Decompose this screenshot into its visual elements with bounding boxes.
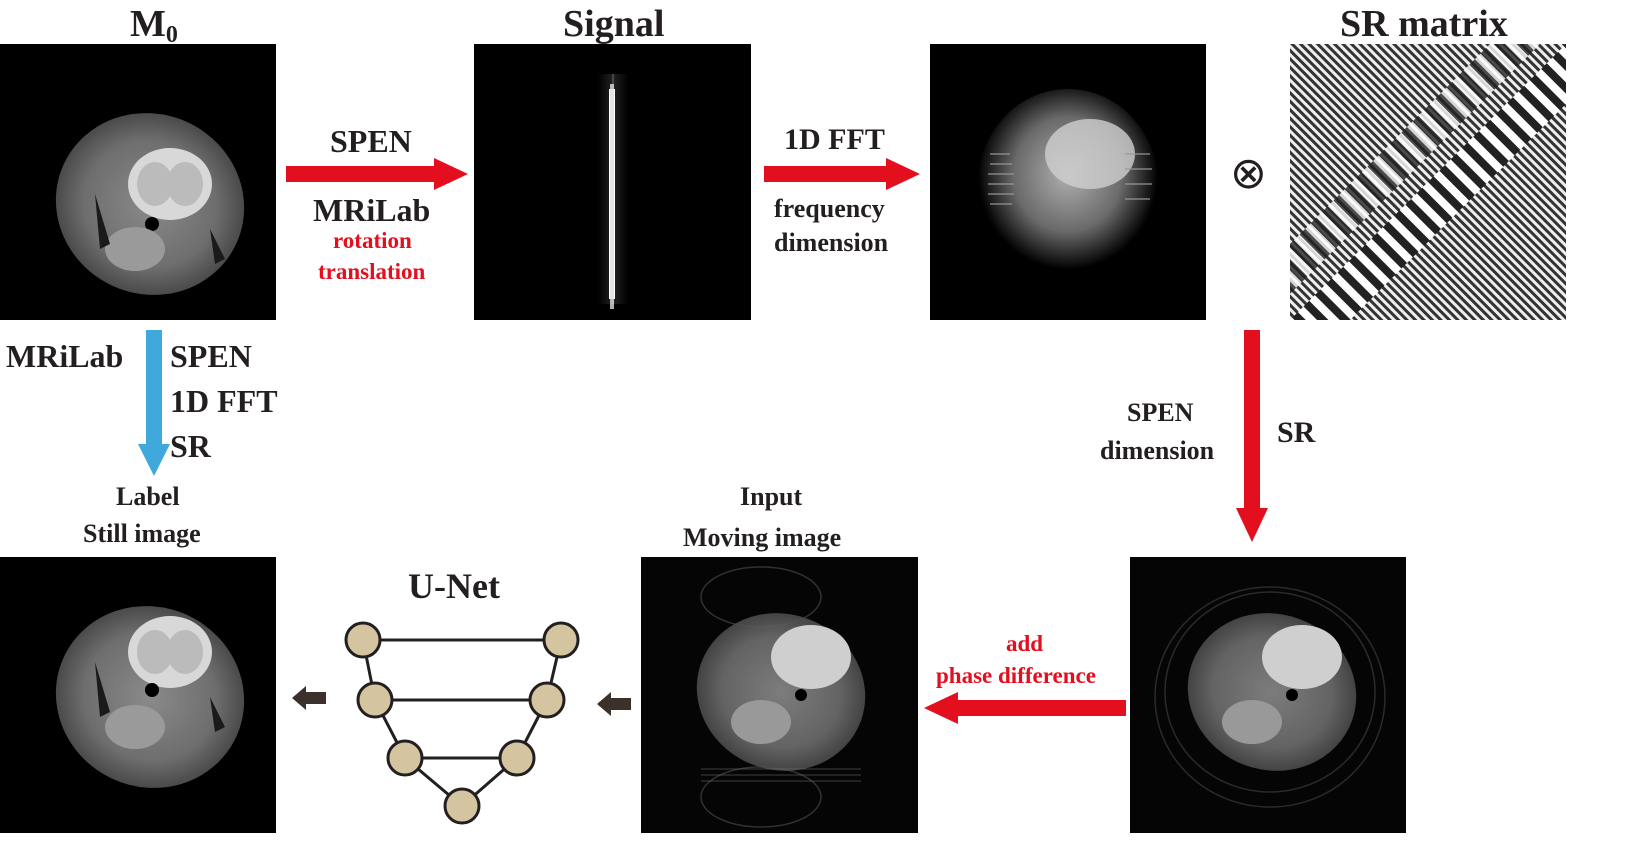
still-image-caption: Still image bbox=[83, 519, 201, 548]
unet-node bbox=[542, 621, 580, 659]
signal-image bbox=[474, 44, 751, 320]
otimes-symbol: ⊗ bbox=[1230, 148, 1267, 199]
arrow1-label-spen: SPEN bbox=[330, 123, 412, 159]
arrow3-label-sr: SR bbox=[1277, 416, 1316, 449]
arrow1-label-rotation: rotation bbox=[333, 228, 412, 253]
arrow-input-to-unet bbox=[597, 692, 631, 716]
arrow4-label-phase-difference: phase difference bbox=[936, 663, 1096, 688]
arrow3-label-dimension: dimension bbox=[1100, 436, 1215, 465]
left-label-sr: SR bbox=[170, 428, 211, 464]
arrow2-label-frequency: frequency bbox=[774, 194, 885, 223]
unet-node bbox=[443, 787, 481, 825]
signal-title: Signal bbox=[563, 3, 665, 45]
unet-title: U-Net bbox=[408, 566, 500, 606]
signal-kspace bbox=[598, 74, 628, 309]
moving-brain-scan bbox=[696, 566, 866, 828]
input-caption: Input bbox=[740, 482, 803, 511]
left-label-mrilab: MRiLab bbox=[6, 338, 124, 374]
arrow-signal-to-fft bbox=[764, 158, 920, 190]
sr-matrix-pattern bbox=[1290, 44, 1566, 320]
arrow-m0-down-to-label bbox=[138, 330, 170, 476]
arrow4-label-add: add bbox=[1006, 631, 1044, 656]
sr-result-image bbox=[1130, 557, 1406, 833]
fft-image bbox=[930, 44, 1206, 320]
m0-title-subscript: 0 bbox=[165, 22, 178, 48]
arrow1-label-mrilab: MRiLab bbox=[313, 192, 431, 228]
arrow3-label-spen: SPEN bbox=[1127, 398, 1194, 427]
unet-diagram bbox=[344, 621, 580, 825]
label-still-image bbox=[0, 557, 276, 833]
sr-result-brain-scan bbox=[1154, 586, 1386, 808]
sr-matrix-image bbox=[1290, 44, 1566, 320]
m0-image bbox=[0, 44, 276, 320]
arrow2-label-fft: 1D FFT bbox=[784, 123, 885, 156]
input-moving-image bbox=[641, 557, 918, 833]
still-brain-scan bbox=[55, 606, 245, 788]
moving-image-caption: Moving image bbox=[683, 523, 842, 552]
unet-node bbox=[528, 681, 566, 719]
unet-node bbox=[386, 739, 424, 777]
arrow-sr-to-input bbox=[924, 692, 1126, 724]
left-label-fft: 1D FFT bbox=[170, 383, 278, 419]
unet-node bbox=[356, 681, 394, 719]
sr-matrix-title: SR matrix bbox=[1340, 3, 1508, 45]
arrow1-label-translation: translation bbox=[318, 259, 426, 284]
arrow2-label-dimension: dimension bbox=[774, 228, 889, 257]
unet-node bbox=[344, 621, 382, 659]
unet-node bbox=[498, 739, 536, 777]
arrow-m0-to-signal bbox=[286, 158, 468, 190]
m0-title-main: M bbox=[130, 3, 166, 45]
arrow-unet-to-label bbox=[292, 686, 326, 710]
left-label-spen: SPEN bbox=[170, 338, 252, 374]
m0-title: M0 bbox=[130, 5, 178, 47]
m0-brain-scan bbox=[55, 113, 245, 295]
arrow-fft-down-to-sr bbox=[1236, 330, 1268, 542]
fft-blurred-scan bbox=[978, 89, 1158, 279]
label-caption: Label bbox=[116, 482, 180, 511]
